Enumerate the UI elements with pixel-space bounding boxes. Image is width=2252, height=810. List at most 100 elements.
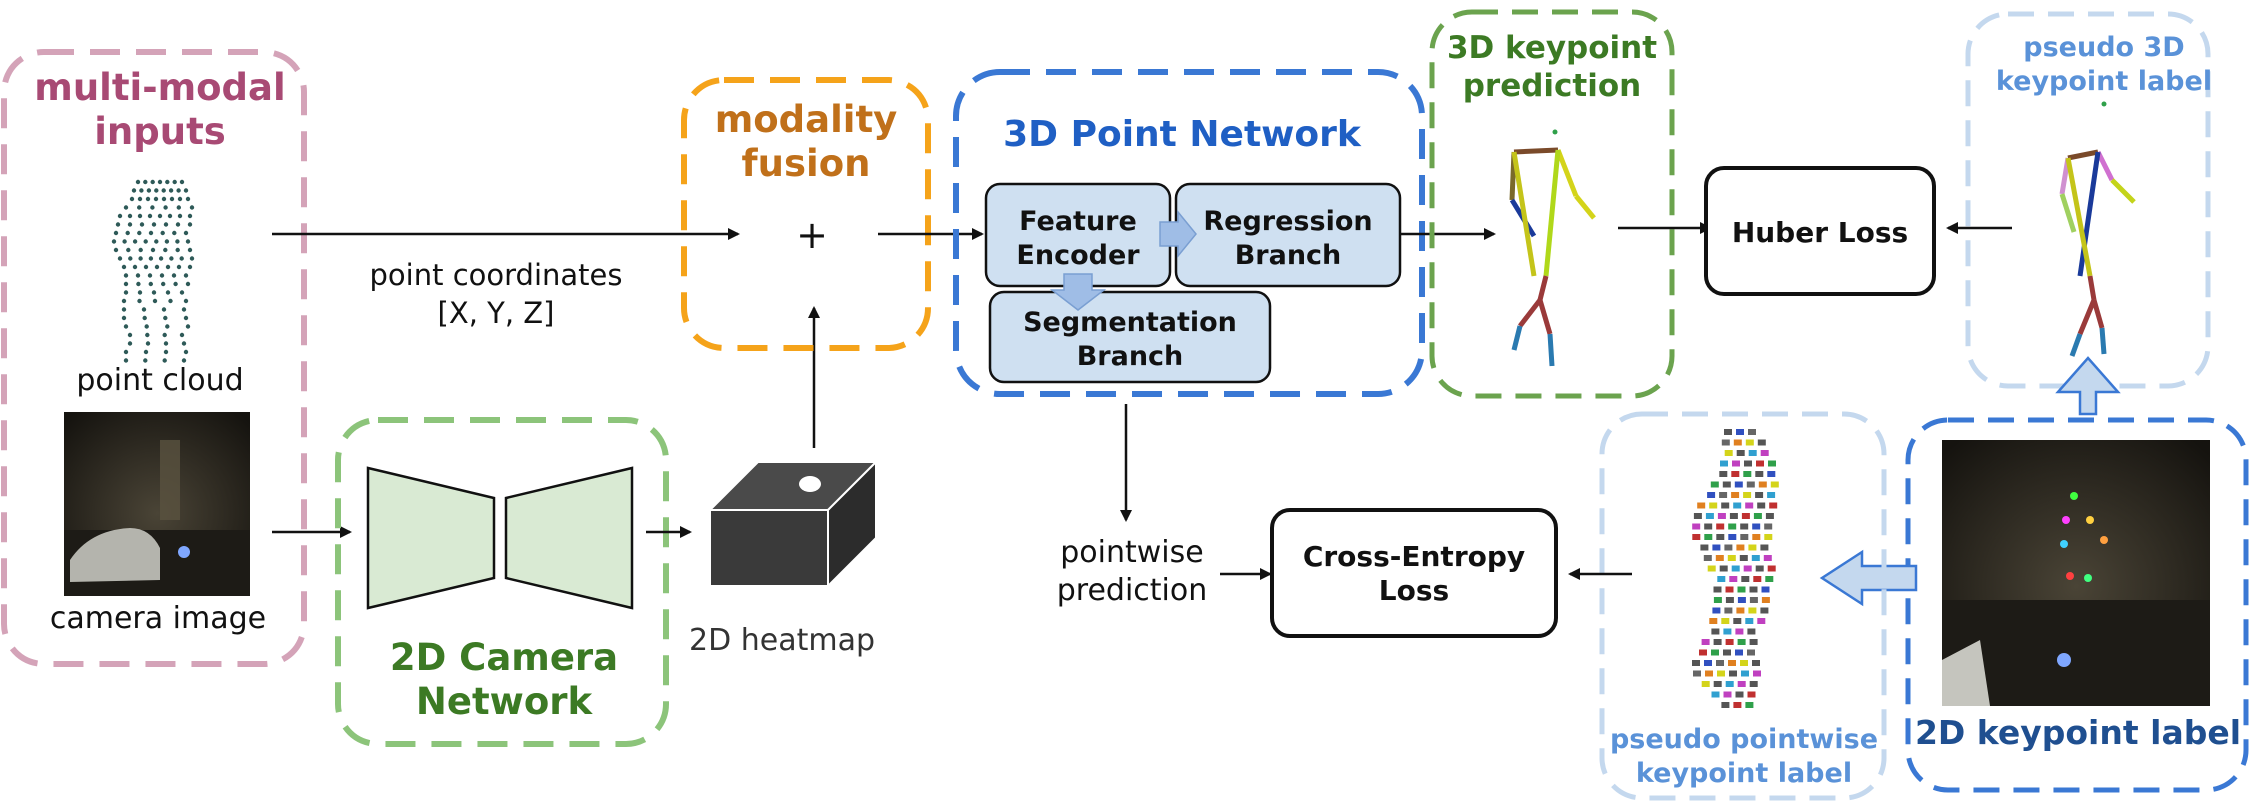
pseudo-label-point <box>1717 576 1726 582</box>
pseudo-label-point <box>1745 618 1754 624</box>
pseudo-label-point <box>1753 670 1761 677</box>
pseudo-label-point <box>1700 544 1709 551</box>
label2d-frame <box>1905 417 2249 793</box>
pseudo-label-point <box>1737 681 1746 687</box>
pseudo-label-point <box>1705 670 1713 677</box>
point-cloud-dot <box>150 247 156 253</box>
pseudo-pointwise-group: pseudo pointwise keypoint label <box>1599 411 1887 801</box>
pseudo-label-point <box>1747 649 1755 656</box>
point-cloud-dot <box>185 239 191 244</box>
point-cloud-dot <box>143 264 149 270</box>
pseudo-label-point <box>1744 460 1752 467</box>
inputs-title-line2: inputs <box>94 110 226 153</box>
pseudo-label-point <box>1752 534 1761 540</box>
point-cloud-dot <box>115 222 121 227</box>
pseudo-label-point <box>1741 670 1749 677</box>
pseudo-label-point <box>1760 607 1769 614</box>
point-cloud-dot <box>123 281 129 287</box>
pseudo-label-point <box>1709 618 1718 624</box>
point-cloud-dot <box>165 290 171 295</box>
point-cloud-dot <box>181 307 187 312</box>
point-cloud-dot <box>169 196 175 202</box>
point-cloud-dot <box>137 230 142 236</box>
point-cloud-dot <box>143 358 148 363</box>
regression-branch-label-line1: Regression <box>1203 206 1372 237</box>
point-cloud-dot <box>165 179 170 185</box>
inputs-title-line1: multi-modal <box>34 66 285 109</box>
pseudo-label-point <box>1748 450 1757 456</box>
pseudo-label-point <box>1712 607 1721 614</box>
predicted-skeleton <box>1509 129 1596 367</box>
pseudo-label-point <box>1701 639 1710 645</box>
point-cloud-dot <box>126 247 131 253</box>
point-cloud-dot <box>163 349 169 355</box>
point-cloud-dot <box>161 196 167 202</box>
keypoint-prediction-title-line1: 3D keypoint <box>1447 30 1657 66</box>
pseudo-label-point <box>1752 523 1761 530</box>
pseudo-label-point <box>1736 544 1745 551</box>
pseudo-label-point <box>1743 492 1752 498</box>
point-network-group: 3D Point Network Feature Encoder Regress… <box>953 69 1425 397</box>
huber-loss-box <box>1704 166 1936 296</box>
pseudo-label-point <box>1767 565 1776 572</box>
encoder-trapezoid <box>366 466 496 610</box>
pseudo-label-point <box>1728 534 1737 540</box>
point-cloud-dot <box>148 230 154 236</box>
point-cloud-dot <box>123 324 129 329</box>
pseudo-label-point <box>1747 691 1756 698</box>
point-cloud-dot <box>157 213 163 219</box>
point-cloud-dot <box>123 273 129 278</box>
pseudo-label-point <box>1753 576 1762 582</box>
pseudo-pointwise-cloud <box>1692 429 1779 708</box>
segmentation-branch-box <box>988 290 1272 384</box>
point-cloud-dot <box>173 281 178 287</box>
pseudo-label-point <box>1737 639 1746 645</box>
point-cloud-dot <box>161 307 167 312</box>
pseudo-label-point <box>1736 607 1745 614</box>
pseudo-label-point <box>1749 639 1758 645</box>
label2d-group: 2D keypoint label <box>1905 417 2249 793</box>
point-cloud-dot <box>152 298 158 304</box>
pseudo-label-point <box>1713 639 1722 645</box>
point-cloud-dot <box>151 222 157 227</box>
point-cloud-dot <box>189 205 195 210</box>
pseudo-label-point <box>1733 439 1742 446</box>
cross-entropy-label-line2: Loss <box>1379 574 1449 607</box>
pseudo-label-point <box>1722 481 1731 488</box>
point-cloud-dot <box>138 247 143 253</box>
pseudo-label-point <box>1747 628 1756 635</box>
pseudo-label-point <box>1716 660 1724 666</box>
pseudo-label-point <box>1740 660 1748 666</box>
point-cloud-dot <box>143 349 149 355</box>
pseudo-label-point <box>1724 429 1732 435</box>
point-cloud-dot <box>183 349 189 355</box>
point-cloud-dot <box>137 290 143 295</box>
point-cloud-dot <box>176 205 181 210</box>
label2d-title: 2D keypoint label <box>1915 713 2241 752</box>
pseudo-label-point <box>1765 576 1774 582</box>
pseudo-pointwise-frame <box>1599 411 1887 801</box>
point-cloud-dot <box>177 196 183 202</box>
pseudo3d-title-line1: pseudo 3D <box>2023 32 2184 63</box>
pseudo-label-point <box>1692 660 1700 666</box>
point-cloud-dot <box>165 324 170 329</box>
pseudo-label-point <box>1765 513 1774 519</box>
pseudo-label-point <box>1692 523 1701 530</box>
point-cloud-dot <box>181 358 187 363</box>
pseudo-label-point <box>1710 481 1719 488</box>
point-cloud-dot <box>179 332 185 338</box>
fusion-title-line2: fusion <box>742 142 871 185</box>
pseudo-label-point <box>1727 555 1736 561</box>
point-network-title: 3D Point Network <box>1003 114 1362 155</box>
pseudo-label-point <box>1731 565 1740 572</box>
point-cloud-dot <box>168 188 174 193</box>
point-cloud-dot <box>183 188 189 193</box>
pseudo-label-point <box>1748 429 1756 435</box>
pseudo-pointwise-title-line2: keypoint label <box>1636 758 1852 789</box>
point-cloud-dot <box>189 256 195 261</box>
point-cloud-dot <box>168 298 173 304</box>
point-cloud-dot <box>164 239 170 244</box>
pseudo-label-point <box>1692 534 1701 540</box>
point-cloud-dot <box>169 256 174 261</box>
heatmap-label: 2D heatmap <box>689 623 875 658</box>
